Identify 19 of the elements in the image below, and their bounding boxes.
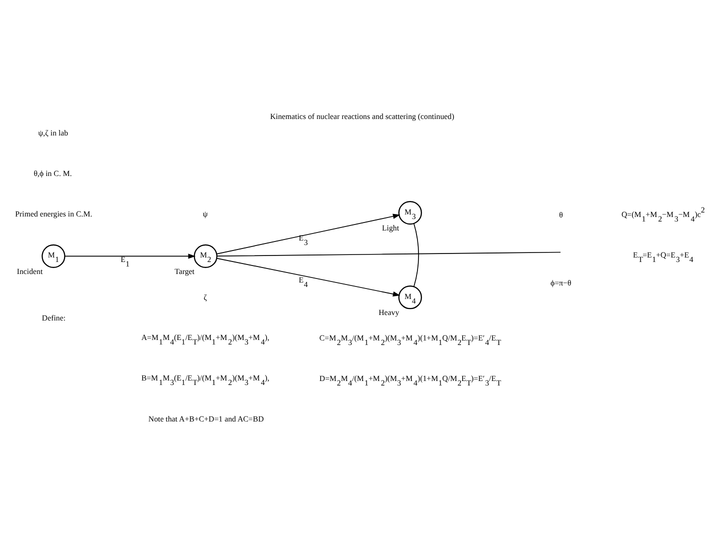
label: Primed energies in C.M. bbox=[15, 210, 92, 219]
label: ψ,ζ in lab bbox=[38, 128, 68, 138]
label: Note that A+B+C+D=1 and AC=BD bbox=[148, 414, 264, 424]
label: θ bbox=[559, 210, 563, 220]
node-label: Heavy bbox=[378, 308, 400, 317]
label: ϕ=π−θ bbox=[550, 278, 572, 288]
label: Define: bbox=[42, 313, 66, 322]
node-label: Light bbox=[382, 223, 400, 232]
arrow bbox=[216, 214, 400, 254]
label: ζ bbox=[204, 292, 207, 302]
diagram-title: Kinematics of nuclear reactions and scattering (continued) bbox=[270, 112, 454, 121]
label: ψ bbox=[202, 210, 208, 219]
label: θ,ϕ in C. M. bbox=[34, 169, 72, 178]
connector bbox=[216, 252, 561, 256]
arrow bbox=[64, 254, 196, 259]
connector bbox=[413, 223, 420, 288]
arrow bbox=[216, 258, 400, 296]
node-label: Incident bbox=[16, 266, 43, 276]
node-label: Target bbox=[174, 266, 194, 276]
